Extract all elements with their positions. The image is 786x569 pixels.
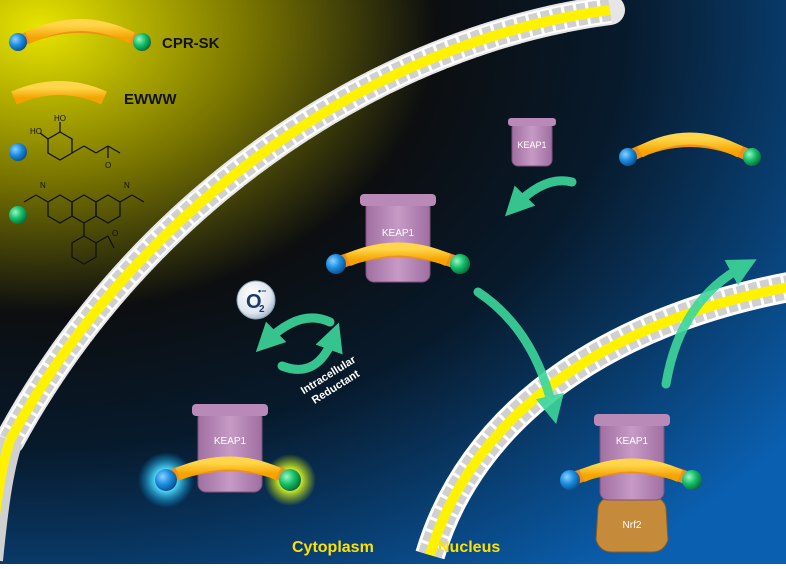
legend-peptide-icon: [11, 81, 107, 105]
nucleus-green-ball: [682, 470, 702, 490]
keap1-nrf2-complex: Nrf2 KEAP1: [560, 414, 702, 553]
legend-green-ball-icon: [9, 206, 27, 224]
svg-text:O: O: [105, 161, 111, 170]
legend-blue-structure: [39, 122, 121, 161]
keap1-nrf2-label: KEAP1: [616, 436, 649, 447]
binding-arrow: [504, 176, 577, 217]
export-arrow: [661, 259, 757, 389]
glow-green-ball: [279, 469, 301, 491]
nuclear-import-arrow: [473, 287, 564, 425]
keap1-free: KEAP1: [508, 118, 556, 167]
probe-free-green-ball: [743, 148, 761, 166]
legend-green-structure: [23, 194, 145, 265]
complex-blue-ball: [326, 254, 346, 274]
keap1-complex-label: KEAP1: [382, 228, 415, 239]
pathway-arrows: [255, 176, 757, 425]
superoxide-symbol: O: [246, 291, 262, 313]
nucleus-blue-ball: [560, 470, 580, 490]
svg-text:N: N: [40, 181, 46, 190]
keap1-glowing-complex: KEAP1: [138, 404, 316, 508]
svg-text:HO: HO: [54, 114, 66, 123]
glow-blue-ball: [155, 469, 177, 491]
probe-free: [619, 132, 761, 166]
redox-arrow-upper: [255, 313, 335, 353]
probe-free-blue-ball: [619, 148, 637, 166]
nuclear-membrane: [415, 272, 786, 560]
superoxide-icon: O 2 •−: [236, 280, 276, 320]
svg-text:N: N: [124, 181, 130, 190]
svg-text:HO: HO: [30, 127, 42, 136]
legend-probe-icon: [9, 19, 151, 51]
redox-arrow-lower: [277, 322, 343, 374]
legend-peptide-label: EWWW: [124, 91, 177, 108]
keap1-glow-label: KEAP1: [214, 436, 247, 447]
cell-membrane: [0, 0, 625, 562]
legend-probe-label: CPR-SK: [162, 35, 220, 52]
complex-green-ball: [450, 254, 470, 274]
superoxide-superscript: •−: [258, 286, 266, 296]
nucleus-label: Nucleus: [438, 539, 500, 556]
keap1-free-label: KEAP1: [517, 140, 546, 150]
cytoplasm-label: Cytoplasm: [292, 539, 374, 556]
svg-text:O: O: [112, 229, 118, 238]
keap1-probe-complex: KEAP1: [326, 194, 470, 283]
legend-blue-ball-icon: [9, 143, 27, 161]
legend: CPR-SK EWWW HO HO O: [9, 19, 220, 265]
nrf2-label: Nrf2: [623, 520, 642, 531]
superoxide-subscript: 2: [259, 304, 265, 315]
